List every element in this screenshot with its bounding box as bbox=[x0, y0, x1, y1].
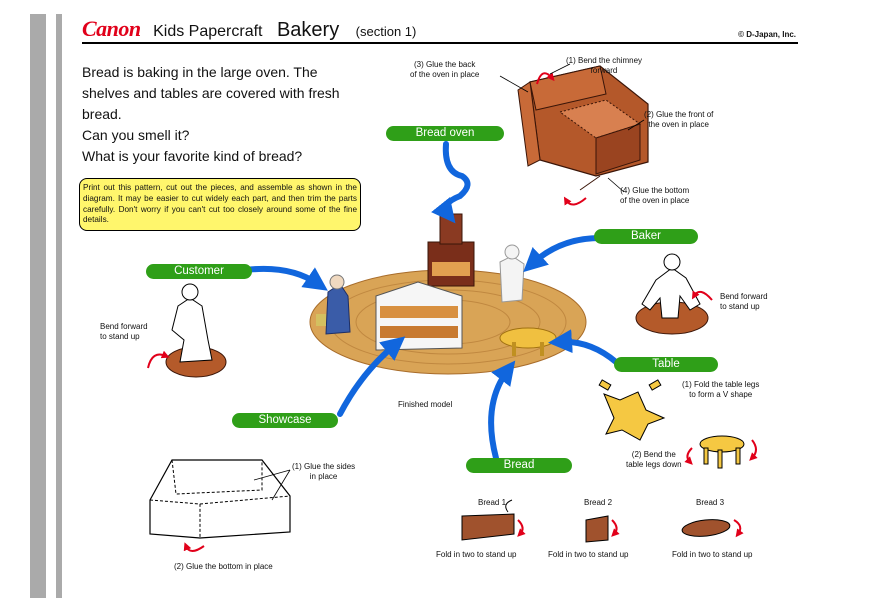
finished-model-caption: Finished model bbox=[398, 400, 453, 409]
intro-line: What is your favorite kind of bread? bbox=[82, 148, 303, 164]
bread-2-instruction: Fold in two to stand up bbox=[548, 550, 629, 559]
header: Canon Kids Papercraft Bakery (section 1) bbox=[82, 16, 416, 42]
intro-line: Bread is baking in the large oven. The bbox=[82, 64, 318, 80]
baker-note: Bend forward to stand up bbox=[720, 292, 768, 311]
bread-1-instruction: Fold in two to stand up bbox=[436, 550, 517, 559]
oven-step-1: (1) Bend the chimney forward bbox=[566, 56, 643, 75]
intro-line: bread. bbox=[82, 106, 122, 122]
label-showcase: Showcase bbox=[232, 413, 338, 428]
oven-step-2: (2) Glue the front of the oven in place bbox=[644, 110, 714, 129]
intro-line: Can you smell it? bbox=[82, 127, 190, 143]
intro-text: Bread is baking in the large oven. The s… bbox=[82, 62, 372, 167]
bread-2-name: Bread 2 bbox=[584, 498, 613, 507]
series-name: Kids Papercraft bbox=[153, 23, 263, 40]
intro-line: shelves and tables are covered with fres… bbox=[82, 85, 340, 101]
baker-figure bbox=[635, 253, 713, 335]
bread-3-instruction: Fold in two to stand up bbox=[672, 550, 753, 559]
bread-3-name: Bread 3 bbox=[696, 498, 725, 507]
left-margin-bar-thin bbox=[56, 14, 62, 598]
table-step-2: (2) Bend the table legs down bbox=[626, 450, 682, 469]
table-step-1: (1) Fold the table legs to form a V shap… bbox=[682, 380, 760, 399]
customer-note: Bend forward to stand up bbox=[100, 322, 148, 341]
label-customer: Customer bbox=[146, 264, 252, 279]
oven-step-3: (3) Glue the back of the oven in place bbox=[410, 60, 480, 79]
oven-step-4: (4) Glue the bottom of the oven in place bbox=[620, 186, 690, 205]
showcase-step-1: (1) Glue the sides in place bbox=[292, 462, 356, 481]
instructions-note: Print out this pattern, cut out the piec… bbox=[79, 178, 361, 232]
copyright: © D-Japan, Inc. bbox=[738, 30, 796, 39]
label-table: Table bbox=[614, 357, 718, 372]
left-margin-bar bbox=[30, 14, 46, 598]
label-baker: Baker bbox=[594, 229, 698, 244]
label-bread-oven: Bread oven bbox=[386, 126, 504, 141]
oven-assembly-diagram bbox=[499, 63, 649, 206]
customer-figure bbox=[147, 283, 227, 378]
page-title: Bakery bbox=[276, 19, 340, 41]
table-diagrams bbox=[598, 379, 758, 469]
canon-logo: Canon bbox=[82, 16, 141, 41]
finished-model bbox=[309, 213, 587, 375]
label-bread: Bread bbox=[466, 458, 572, 473]
showcase-step-2: (2) Glue the bottom in place bbox=[174, 562, 273, 571]
header-rule bbox=[82, 42, 798, 44]
section-label: (section 1) bbox=[355, 24, 417, 39]
showcase-diagram bbox=[149, 459, 291, 552]
bread-pieces bbox=[461, 499, 744, 543]
bread-1-name: Bread 1 bbox=[478, 498, 507, 507]
